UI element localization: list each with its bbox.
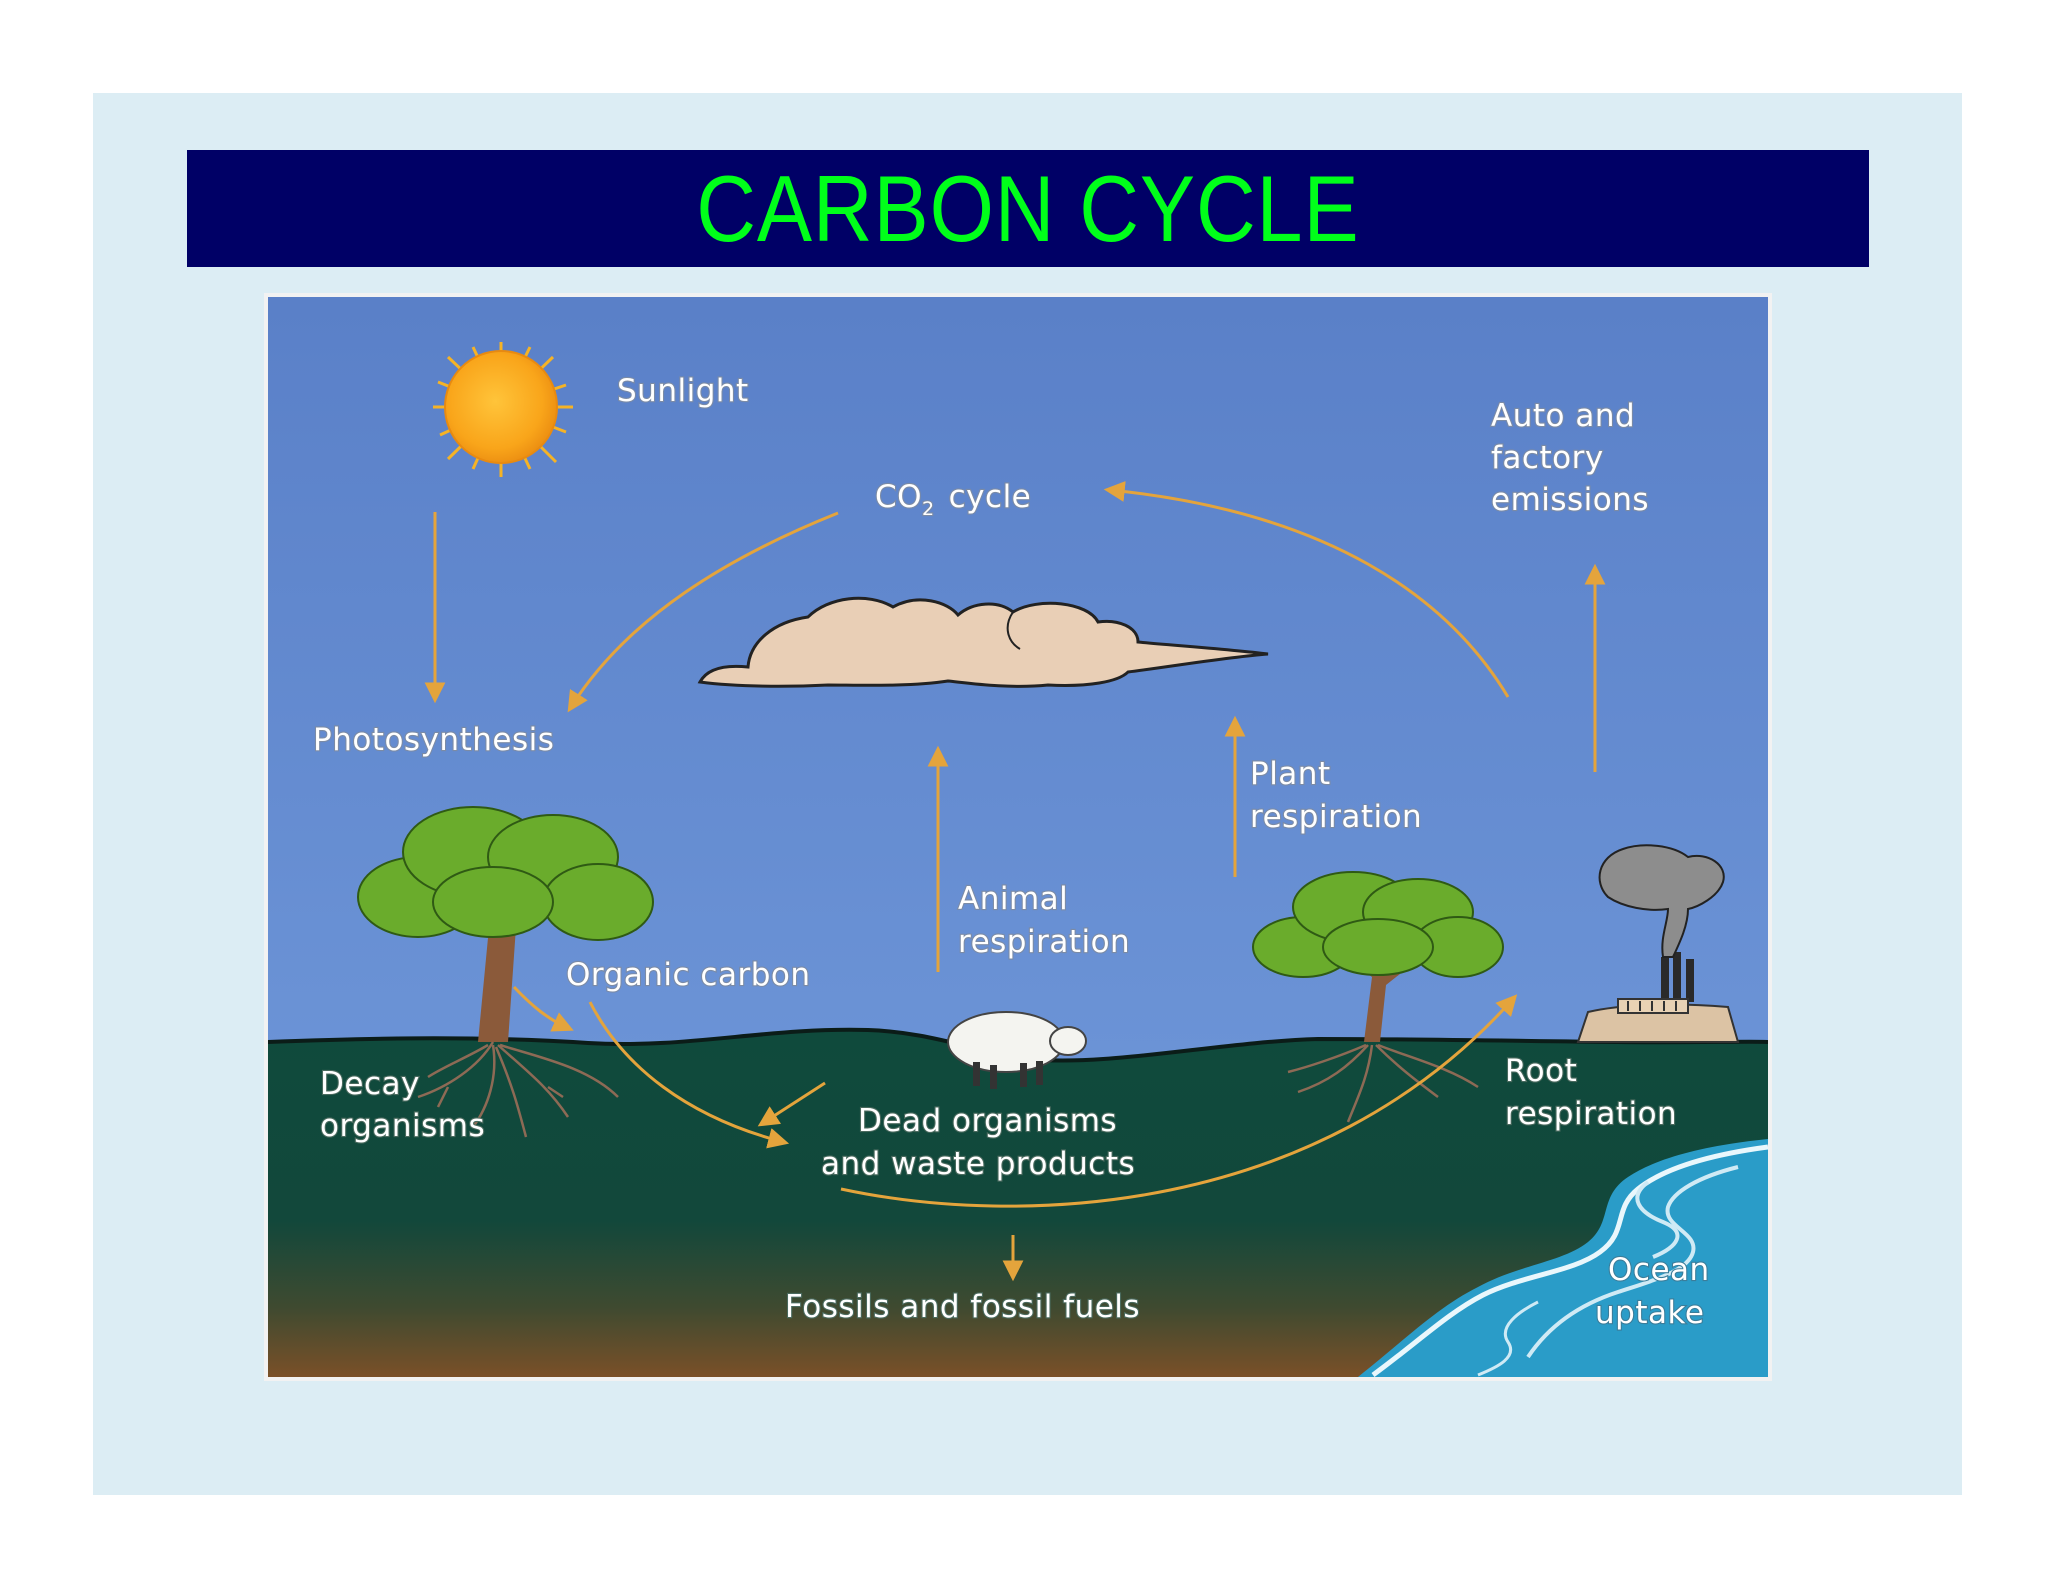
page-title: CARBON CYCLE (696, 155, 1360, 261)
ocean-icon (1358, 1139, 1768, 1377)
cloud-icon (697, 596, 1269, 688)
arrow-root-respiration (840, 994, 1518, 1208)
smoke-icon (1598, 844, 1725, 958)
arrow-sheep-to-dead-organisms (757, 1081, 826, 1127)
arrow-organic-to-dead-organisms (588, 1001, 790, 1149)
arrow-tree-to-organic-carbon (512, 985, 574, 1032)
tree-icon (1252, 871, 1504, 1123)
label-organic-carbon: Organic carbon (566, 957, 811, 993)
ocean-wave-1 (1371, 1144, 1768, 1377)
title-bar: CARBON CYCLE (187, 150, 1869, 267)
label-sunlight: Sunlight (617, 373, 749, 409)
sun-icon (433, 342, 573, 477)
cloud-inner-line (1006, 611, 1021, 650)
arrow-emissions-to-co2 (1103, 481, 1510, 698)
flow-arrows (424, 481, 1606, 1282)
sheep-icon (947, 1011, 1087, 1089)
tree-icon (357, 806, 654, 1138)
ocean-wave-3 (1635, 1180, 1680, 1259)
label-fossils: Fossils and fossil fuels (785, 1289, 1140, 1325)
factory-icon (1576, 952, 1740, 1043)
label-photosynthesis: Photosynthesis (313, 722, 554, 758)
ground (268, 1029, 1768, 1377)
ocean-wave-4 (1477, 1300, 1539, 1377)
ocean-wave-2 (1526, 1165, 1739, 1359)
arrow-co2-to-photosynthesis (567, 511, 839, 713)
